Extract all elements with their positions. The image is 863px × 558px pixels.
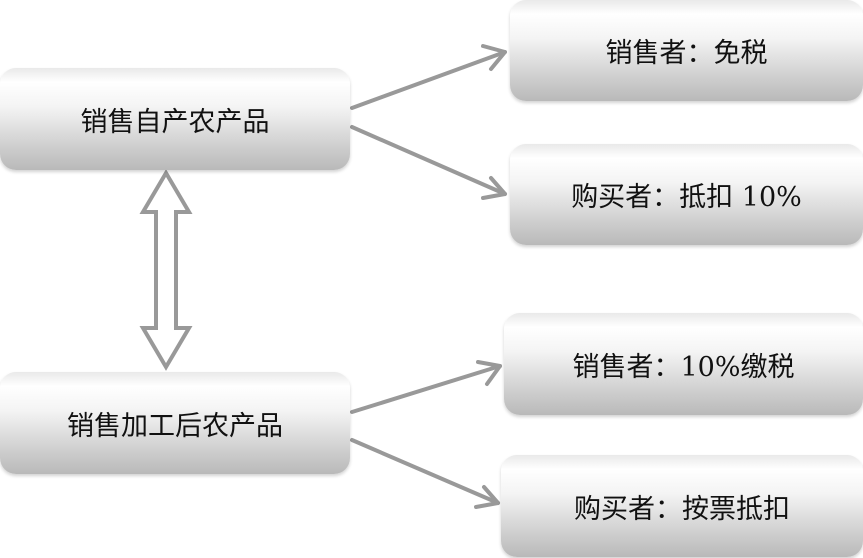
node-label: 销售加工后农产品 (67, 410, 283, 442)
arrow-sell-own-to-buyer-deduct (350, 125, 507, 200)
arrow-sell-processed-to-seller-pay (350, 360, 502, 414)
node-sell-own-produce: 销售自产农产品 (0, 68, 350, 170)
node-label: 购买者：抵扣 10% (571, 182, 802, 213)
node-label: 销售者：10%缴税 (572, 351, 795, 383)
node-sell-processed-produce: 销售加工后农产品 (0, 372, 350, 474)
node-label: 销售者：免税 (605, 38, 768, 69)
node-label: 销售自产农产品 (80, 106, 270, 138)
node-buyer-deduct-10: 购买者：抵扣 10% (510, 144, 863, 245)
arrow-sell-processed-to-buyer-invoice (350, 438, 500, 509)
node-label: 购买者：按票抵扣 (574, 493, 790, 525)
arrow-sell-own-to-seller-exempt (350, 44, 507, 110)
node-seller-pay-tax: 销售者：10%缴税 (504, 313, 863, 415)
node-buyer-invoice-deduct: 购买者：按票抵扣 (501, 455, 863, 557)
double-arrow-vertical (139, 169, 193, 371)
node-seller-exempt: 销售者：免税 (510, 0, 863, 101)
